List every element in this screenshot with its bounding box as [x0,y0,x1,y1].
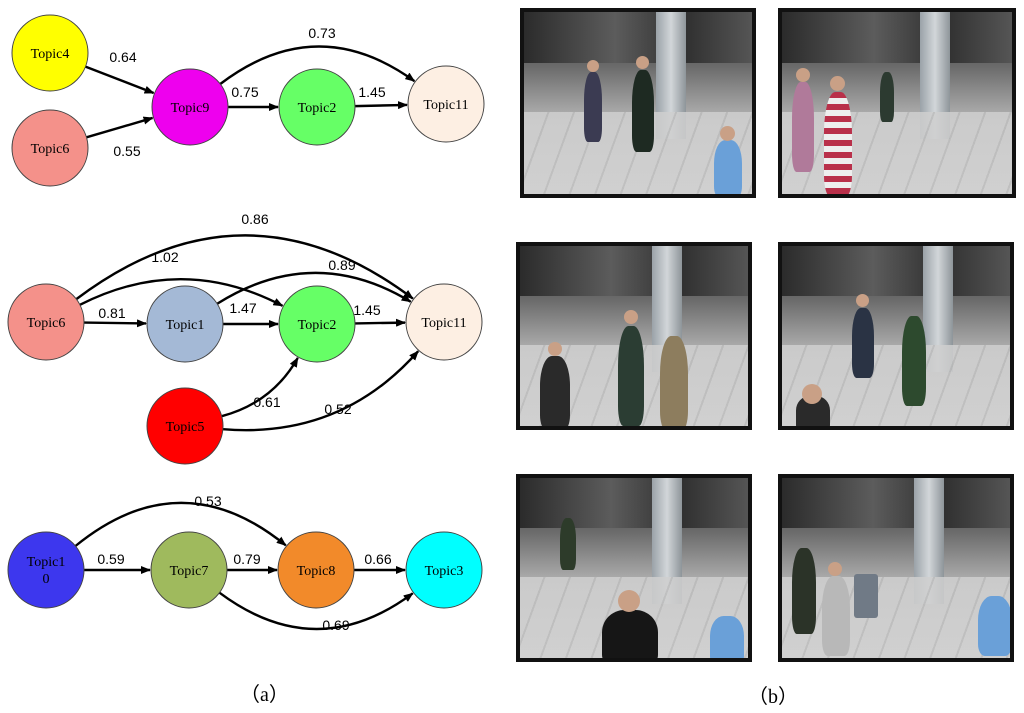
topic-node-t3 [405,531,483,609]
topic-node-t11b [405,283,483,361]
edge-t6b-t1 [83,319,148,328]
edge-weight-label: 0.73 [308,25,335,41]
topic-node-label: Topic11 [421,316,466,331]
topic-node-label: Topic7 [170,564,209,579]
topic-node-t6a [11,109,89,187]
edge-weight-label: 0.55 [113,143,140,159]
surveillance-frame-5 [516,474,752,662]
topic-node-label: Topic5 [166,420,205,435]
topic-node-t7 [150,531,228,609]
edge-weight-label: 0.59 [97,551,124,567]
panel-caption-b: （b） [748,686,798,708]
topic-node-label: Topic2 [298,318,337,333]
topic-node-t2a [278,68,356,146]
edge-t5-t2b [221,357,299,418]
edge-weight-label: 0.64 [109,49,136,65]
edge-t10-t8 [74,501,287,547]
surveillance-frame-4 [778,242,1014,430]
topic-node-t4a [11,14,89,92]
topic-node-label: Topic6 [27,316,66,331]
topic-node-label: Topic11 [423,98,468,113]
surveillance-frame-6 [778,474,1014,662]
topic-node-label: Topic6 [31,142,70,157]
topic-node-label: Topic1 [166,318,205,333]
edge-t6b-t11b [75,234,414,301]
topic-node-label: Topic4 [31,47,70,62]
edge-weight-label: 1.47 [229,300,256,316]
topic-node-t2b [278,285,356,363]
topic-node-label: Topic9 [171,101,210,116]
edge-t6b-t2b [79,278,284,307]
topic-node-t8 [277,531,355,609]
edge-weight-label: 1.45 [353,302,380,318]
topic-node-label: Topic2 [298,101,337,116]
topic-node-t5 [146,387,224,465]
edge-t9-t11a [219,45,416,85]
edge-weight-label: 0.53 [194,493,221,509]
edge-weight-label: 0.86 [241,211,268,227]
edge-t4a-t9 [85,65,155,95]
edge-weight-label: 0.61 [253,394,280,410]
topic-node-t10 [7,531,85,609]
surveillance-frame-1 [520,8,756,198]
topic-node-label: Topic8 [297,564,336,579]
edge-weight-label: 0.69 [322,617,349,633]
surveillance-frame-2 [778,8,1016,198]
edge-weight-label: 1.45 [358,84,385,100]
edge-t1-t11b [216,271,412,305]
edge-t5-t11b [222,350,420,432]
edge-t6a-t9 [86,116,154,139]
edge-weight-label: 0.75 [231,84,258,100]
topic-node-t6b [7,283,85,361]
edge-t2a-t11a [354,101,409,110]
topic-node-t9 [151,68,229,146]
panel-caption-a: （a） [240,684,289,706]
edge-weight-label: 0.79 [233,551,260,567]
topic-node-t1 [146,285,224,363]
surveillance-frame-3 [516,242,752,430]
topic-node-t11a [407,65,485,143]
edge-weight-label: 0.89 [328,257,355,273]
edge-t7-t3 [218,591,414,631]
topic-node-label: Topic3 [425,564,464,579]
edge-t2b-t11b [354,318,407,327]
edge-weight-label: 0.81 [98,305,125,321]
edge-weight-label: 0.66 [364,551,391,567]
edge-weight-label: 1.02 [151,249,178,265]
edge-weight-label: 0.52 [324,401,351,417]
